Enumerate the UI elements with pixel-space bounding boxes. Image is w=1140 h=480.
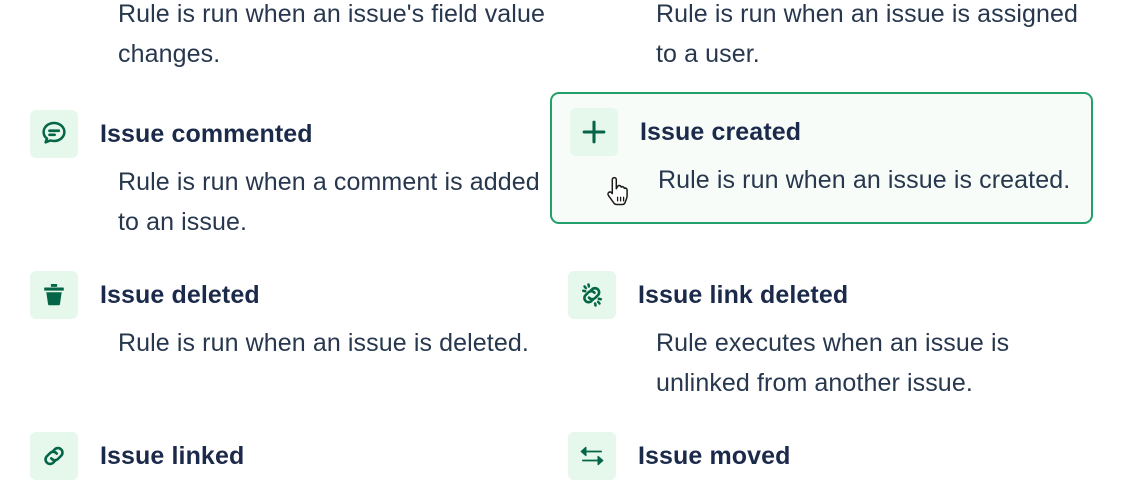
continued-description-right: Rule is run when an issue is assigned to… [656, 0, 1078, 68]
trigger-option-title: Issue commented [100, 119, 313, 148]
trigger-option-description: Rule is run when an issue is deleted. [118, 329, 529, 357]
broken-link-icon [568, 271, 616, 319]
comment-bubble-icon [30, 110, 78, 158]
trigger-option-header: Issue created [570, 108, 1091, 156]
trigger-option-description: Rule is run when an issue is created. [658, 166, 1071, 194]
trigger-option-title: Issue linked [100, 441, 245, 470]
trigger-option-issue-commented[interactable]: Issue commented Rule is run when a comme… [30, 110, 570, 242]
trigger-option-header: Issue link deleted [568, 271, 1108, 319]
trigger-option-title: Issue created [640, 117, 802, 146]
trigger-option-header: Issue moved [568, 432, 1108, 480]
trigger-option-header: Issue commented [30, 110, 570, 158]
trigger-option-issue-link-deleted[interactable]: Issue link deleted Rule executes when an… [568, 271, 1108, 403]
plus-icon [570, 108, 618, 156]
trash-icon [30, 271, 78, 319]
swap-arrows-icon [568, 432, 616, 480]
trigger-option-title: Issue deleted [100, 280, 260, 309]
trigger-option-title: Issue moved [638, 441, 791, 470]
trigger-option-description: Rule executes when an issue is unlinked … [656, 329, 1010, 397]
trigger-option-header: Issue deleted [30, 271, 570, 319]
trigger-option-issue-linked[interactable]: Issue linked [30, 432, 570, 480]
trigger-option-title: Issue link deleted [638, 280, 849, 309]
trigger-option-header: Issue linked [30, 432, 570, 480]
link-icon [30, 432, 78, 480]
continued-description-left: Rule is run when an issue's field value … [118, 0, 545, 68]
trigger-option-description: Rule is run when a comment is added to a… [118, 168, 540, 236]
trigger-option-issue-created[interactable]: Issue created Rule is run when an issue … [550, 92, 1093, 224]
trigger-option-issue-moved[interactable]: Issue moved [568, 432, 1108, 480]
trigger-option-issue-deleted[interactable]: Issue deleted Rule is run when an issue … [30, 271, 570, 363]
